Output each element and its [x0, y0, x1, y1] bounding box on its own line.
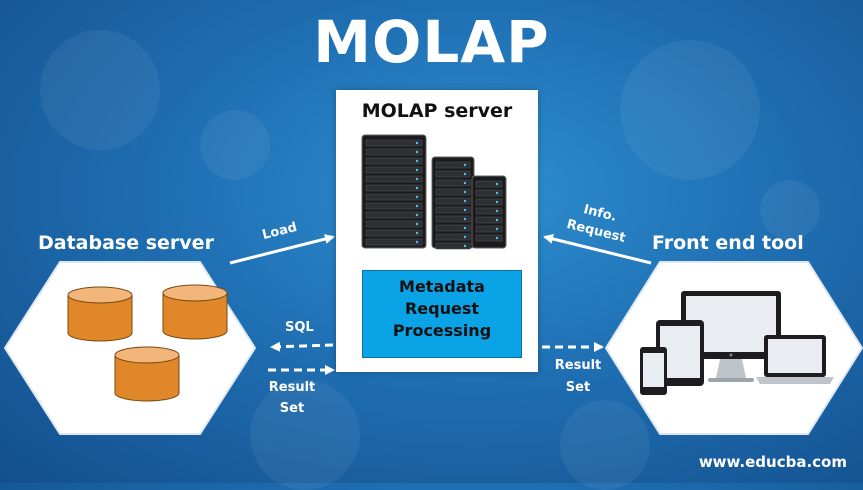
footer-url: www.educba.com: [698, 453, 847, 471]
sql-arrow: [270, 341, 334, 352]
database-icon: [162, 284, 228, 340]
bokeh-circle: [620, 40, 760, 180]
rack-slot: [365, 202, 423, 210]
bokeh-circle: [200, 110, 270, 180]
rack-slot: [475, 225, 503, 233]
metadata-line: Processing: [392, 321, 492, 340]
rack-slot: [365, 184, 423, 192]
rack-led: [415, 186, 419, 190]
rack-led: [415, 150, 419, 154]
front-end-title: Front end tool: [652, 232, 804, 254]
server-rack-slots: [365, 139, 503, 250]
rack-led: [415, 168, 419, 172]
rack-slot: [365, 148, 423, 156]
phone-icon: [640, 347, 667, 395]
rack-slot: [475, 198, 503, 206]
rack-slot: [475, 234, 503, 242]
rack-slot: [435, 179, 471, 187]
rack-led: [495, 182, 499, 186]
rack-led: [463, 226, 467, 230]
rack-led: [415, 195, 419, 199]
rack-led: [463, 199, 467, 203]
rack-led: [463, 181, 467, 185]
bokeh-circle: [250, 380, 360, 490]
rack-slot: [365, 229, 423, 237]
rack-led: [495, 236, 499, 240]
rack-led: [463, 244, 467, 248]
rack-slot: [475, 207, 503, 215]
rack-slot: [365, 157, 423, 165]
rack-led: [463, 190, 467, 194]
rack-slot: [365, 139, 423, 147]
metadata-line: Metadata: [399, 277, 485, 296]
rack-led: [495, 218, 499, 222]
rack-led: [463, 235, 467, 239]
info-request-arrow: [543, 234, 652, 265]
molap-server-title: MOLAP server: [361, 100, 513, 122]
rack-slot: [435, 161, 471, 169]
rack-slot: [365, 211, 423, 219]
rack-led: [463, 172, 467, 176]
rack-led: [415, 204, 419, 208]
rack-slot: [435, 206, 471, 214]
rack-led: [415, 159, 419, 163]
rack-led: [495, 209, 499, 213]
rack-slot: [435, 170, 471, 178]
rack-slot: [475, 216, 503, 224]
bokeh-circle: [560, 400, 650, 490]
result-left-label: Result: [268, 380, 316, 395]
database-server-title: Database server: [38, 232, 214, 254]
rack-led: [463, 208, 467, 212]
load-arrow: [229, 234, 335, 265]
rack-led: [415, 240, 419, 244]
page-title: MOLAP: [313, 8, 550, 76]
rack-slot: [435, 188, 471, 196]
rack-led: [495, 191, 499, 195]
bokeh-circle: [760, 180, 820, 240]
result-right-label: Result: [554, 358, 602, 373]
rack-slot: [435, 242, 471, 250]
rack-slot: [365, 166, 423, 174]
rack-slot: [435, 215, 471, 223]
rack-slot: [435, 197, 471, 205]
rack-led: [415, 213, 419, 217]
rack-led: [463, 163, 467, 167]
rack-led: [415, 141, 419, 145]
set-right-label: Set: [565, 380, 591, 395]
rack-led: [415, 231, 419, 235]
database-icon: [114, 346, 180, 402]
rack-slot: [365, 238, 423, 246]
sql-label: SQL: [285, 320, 314, 335]
rack-slot: [365, 175, 423, 183]
rack-led: [415, 177, 419, 181]
rack-led: [495, 227, 499, 231]
rack-slot: [435, 224, 471, 232]
rack-slot: [365, 220, 423, 228]
metadata-line: Request: [404, 299, 480, 318]
metadata-box: Metadata Request Processing: [362, 270, 522, 358]
rack-led: [415, 222, 419, 226]
rack-slot: [475, 180, 503, 188]
rack-slot: [435, 233, 471, 241]
laptop-icon: [756, 335, 834, 384]
database-icon: [67, 286, 133, 342]
set-left-label: Set: [279, 401, 305, 416]
rack-slot: [365, 193, 423, 201]
rack-led: [463, 217, 467, 221]
bokeh-circle: [40, 30, 160, 150]
rack-led: [495, 200, 499, 204]
rack-slot: [475, 189, 503, 197]
